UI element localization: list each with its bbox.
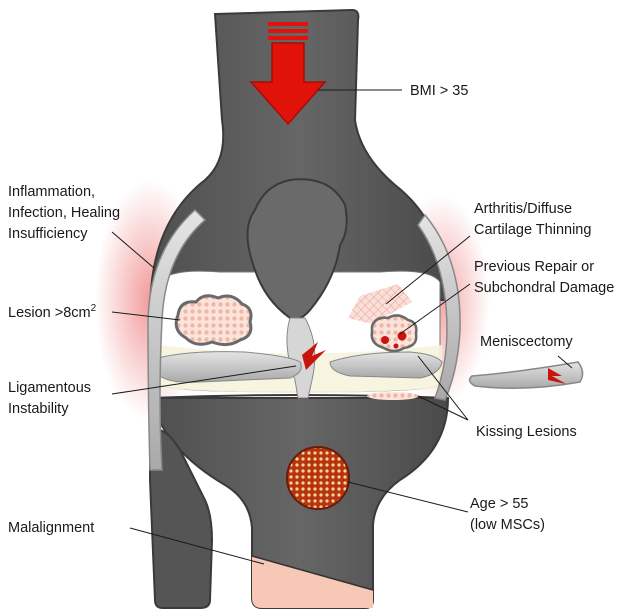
label-ligament-2: Instability xyxy=(8,401,69,417)
age-msc-circle xyxy=(287,447,349,509)
label-bmi: BMI > 35 xyxy=(410,83,468,99)
label-ligament-1: Ligamentous xyxy=(8,380,91,396)
label-inflammation-1: Inflammation, xyxy=(8,184,95,200)
label-inflammation-3: Insufficiency xyxy=(8,226,88,242)
label-meniscectomy: Meniscectomy xyxy=(480,334,573,350)
kissing-lesion xyxy=(367,392,419,400)
label-arthritis-2: Cartilage Thinning xyxy=(474,222,591,238)
label-inflammation-2: Infection, Healing xyxy=(8,205,120,221)
meniscectomy-fragment xyxy=(470,362,583,388)
label-kissing: Kissing Lesions xyxy=(476,424,577,440)
repair-damage-spot xyxy=(394,344,399,349)
label-arthritis-1: Arthritis/Diffuse xyxy=(474,201,572,217)
large-lesion xyxy=(176,296,251,345)
label-repair-2: Subchondral Damage xyxy=(474,280,614,296)
repair-damage-spot xyxy=(381,336,389,344)
label-repair-1: Previous Repair or xyxy=(474,259,594,275)
label-lesion: Lesion >8cm2 xyxy=(8,303,97,321)
label-age-2: (low MSCs) xyxy=(470,517,545,533)
meniscus-left xyxy=(158,352,301,383)
label-malalignment: Malalignment xyxy=(8,520,94,536)
label-age-1: Age > 55 xyxy=(470,496,528,512)
